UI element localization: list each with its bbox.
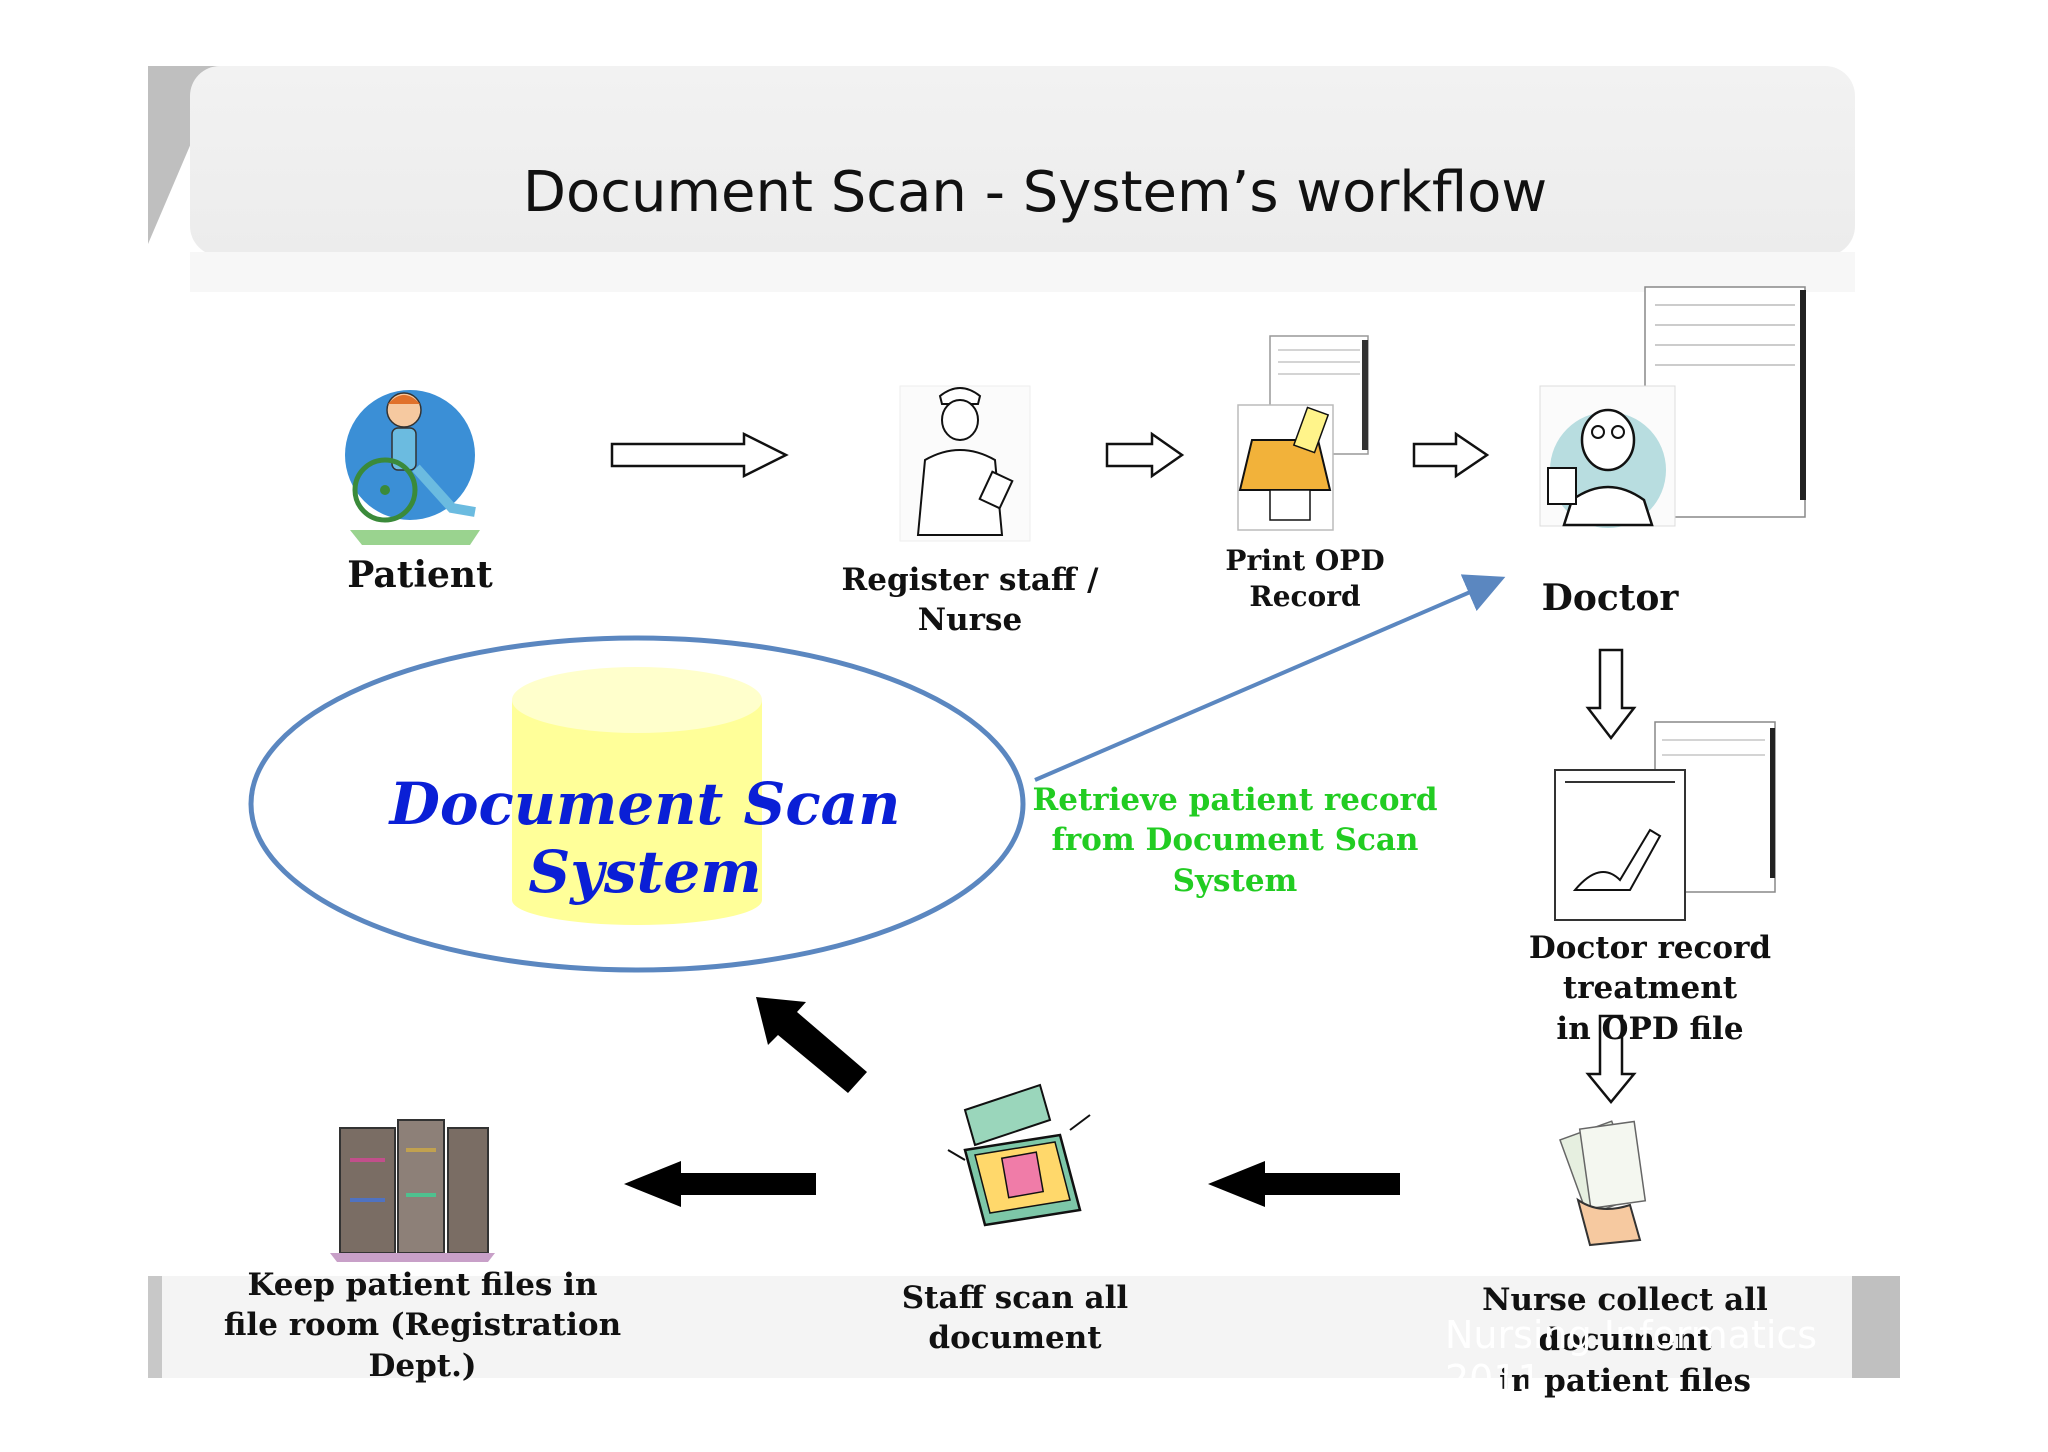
doctor-record-label-line2: in OPD file (1556, 1010, 1744, 1047)
staff-scan-label: Staff scan all document (820, 1278, 1210, 1359)
nurse-collect-label: Nurse collect all document in patient fi… (1400, 1280, 1850, 1401)
footer-band (148, 1276, 1900, 1378)
nurse-collect-label-line2: in patient files (1499, 1362, 1751, 1399)
doctor-label: Doctor (1500, 575, 1720, 622)
arrow-scan-to-files (624, 1161, 816, 1207)
arrow-collect-to-scan (1208, 1161, 1400, 1207)
writing-hand-icon (1554, 721, 1776, 921)
retrieve-label-line2: from Document Scan System (1051, 822, 1419, 899)
arrow-print-to-doctor (1412, 431, 1490, 479)
nurse-with-clipboard-icon (899, 385, 1031, 542)
print-label-line1: Print OPD (1225, 544, 1385, 577)
retrieve-label-line1: Retrieve patient record (1032, 782, 1438, 818)
patient-label: Patient (300, 552, 540, 599)
patient-label-line1: Patient (347, 554, 493, 596)
nurse-collect-label-line1: Nurse collect all document (1482, 1282, 1768, 1359)
page-title: Document Scan - System’s workflow (522, 160, 1548, 225)
arrow-patient-to-register (610, 431, 789, 479)
doctor-icon (1539, 286, 1806, 528)
register-label: Register staff / Nurse (820, 560, 1120, 641)
printer-icon (1237, 335, 1369, 531)
database-icon (248, 635, 1026, 973)
arrow-doctor-to-record (1585, 648, 1637, 741)
register-label-line1: Register staff / (841, 562, 1099, 598)
footer-text: Nursing Informatics 2011 (1445, 1313, 1818, 1401)
doctor-record-label-line1: Doctor record treatment (1528, 930, 1772, 1007)
arrow-scan-to-database (756, 997, 867, 1093)
scanner-icon (947, 1083, 1091, 1227)
staff-scan-label-line1: Staff scan all document (901, 1280, 1129, 1357)
doctor-label-line1: Doctor (1541, 577, 1679, 619)
print-label-line2: Record (1249, 580, 1361, 614)
database-label: Document Scan System (389, 770, 901, 906)
keep-files-label-line1: Keep patient files in (247, 1267, 598, 1303)
arrow-record-to-collect (1585, 1014, 1637, 1104)
wheelchair-patient-icon (345, 390, 480, 545)
file-shelves-icon (330, 1119, 495, 1262)
hand-holding-papers-icon (1559, 1120, 1647, 1247)
arrow-register-to-print (1105, 431, 1185, 479)
retrieve-label: Retrieve patient record from Document Sc… (1010, 780, 1460, 901)
keep-files-label-line2: file room (Registration Dept.) (223, 1307, 622, 1384)
header-band (148, 66, 1855, 292)
register-label-line2: Nurse (917, 602, 1023, 639)
doctor-record-label: Doctor record treatment in OPD file (1440, 928, 1860, 1049)
print-label: Print OPD Record (1195, 543, 1415, 616)
keep-files-label: Keep patient files in file room (Registr… (190, 1265, 655, 1386)
arrow-retrieve (1034, 574, 1506, 782)
